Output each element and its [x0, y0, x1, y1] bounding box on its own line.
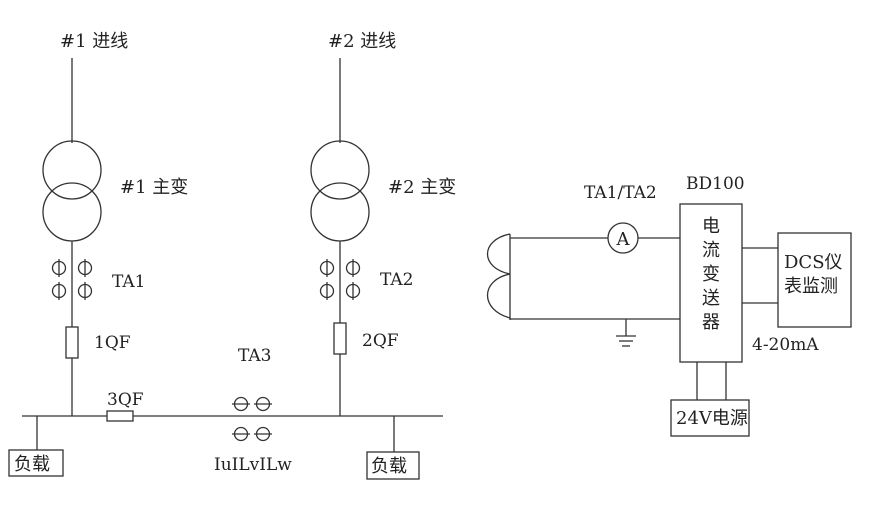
ground-symbol — [616, 319, 636, 347]
breaker-1-label: 1QF — [94, 333, 131, 353]
ct-2-label: TA2 — [380, 270, 414, 290]
signal-range-label: 4-20mA — [752, 335, 819, 355]
load-2-label: 负载 — [371, 456, 407, 477]
transmitter-char-5: 器 — [702, 312, 720, 333]
incoming-2-label: #2 进线 — [328, 31, 396, 52]
ct-2-symbol — [319, 259, 361, 300]
breaker-3-symbol — [106, 410, 134, 422]
transmitter-char-2: 流 — [702, 240, 720, 261]
breaker-2-symbol — [333, 322, 347, 355]
transmitter-box — [679, 203, 743, 363]
load-1-label: 负载 — [14, 454, 50, 475]
ct-input-label: TA1/TA2 — [584, 183, 657, 203]
ct-1-label: TA1 — [112, 272, 146, 292]
ct-3-label: TA3 — [238, 346, 272, 366]
breaker-3-label: 3QF — [107, 390, 144, 410]
power-supply-label: 24V电源 — [676, 408, 748, 429]
dcs-label-line-1: DCS仪 — [784, 252, 843, 273]
power-supply-box — [670, 399, 750, 437]
transformer-2-label: #2 主变 — [388, 177, 456, 198]
load-1-box — [8, 449, 64, 477]
ct-3-symbol — [232, 396, 272, 442]
transmitter-model-label: BD100 — [686, 174, 745, 194]
transformer-2-secondary-winding — [310, 182, 370, 242]
load-2-box — [366, 451, 420, 480]
dcs-label-line-2: 表监测 — [784, 276, 838, 297]
transformer-1-primary-winding — [42, 140, 102, 200]
breaker-2-label: 2QF — [362, 331, 399, 351]
ct-secondary-coil — [486, 233, 511, 319]
transformer-2-primary-winding — [310, 140, 370, 200]
dcs-monitor-box — [777, 232, 852, 328]
transmitter-char-1: 电 — [702, 216, 720, 237]
ammeter-label: A — [616, 229, 631, 250]
transformer-1-label: #1 主变 — [120, 177, 188, 198]
transmitter-char-4: 送 — [702, 288, 720, 309]
transmitter-char-3: 变 — [702, 264, 720, 285]
breaker-1-symbol — [65, 326, 79, 359]
ct-1-symbol — [51, 259, 93, 300]
transformer-1-secondary-winding — [42, 182, 102, 242]
phase-current-label: IuILvILw — [214, 455, 292, 475]
incoming-1-label: #1 进线 — [60, 31, 128, 52]
